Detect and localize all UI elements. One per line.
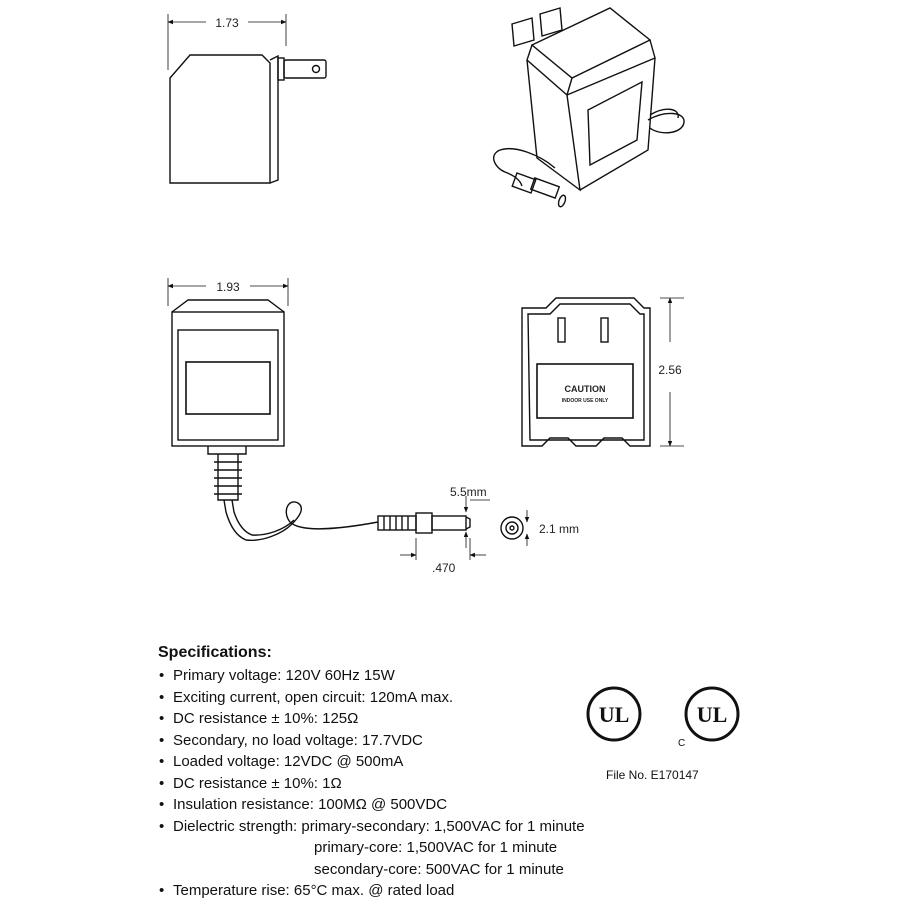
specifications-title: Specifications:	[158, 644, 272, 661]
spec-continuation: secondary-core: 500VAC for 1 minute	[314, 860, 564, 878]
spec-item: Temperature rise: 65°C max. @ rated load	[158, 880, 718, 902]
plug-dimensions	[400, 496, 530, 560]
back-view	[521, 297, 684, 447]
spec-item: Secondary, no load voltage: 17.7VDC	[158, 730, 718, 752]
spec-item: Dielectric strength: primary-secondary: …	[158, 816, 718, 838]
front-view	[167, 278, 524, 541]
indoor-use-label: INDOOR USE ONLY	[562, 398, 609, 404]
spec-continuation: primary-core: 1,500VAC for 1 minute	[314, 839, 558, 856]
caution-label: CAUTION	[565, 384, 606, 394]
plug-length-dim: .470	[432, 561, 456, 575]
plug-inner-dim: 2.1 mm	[539, 522, 579, 536]
spec-item: DC resistance ± 10%: 125Ω	[158, 708, 718, 730]
front-width-dim: 1.93	[216, 280, 240, 294]
spec-item: Primary voltage: 120V 60Hz 15W	[158, 665, 718, 687]
height-dim: 2.56	[658, 363, 682, 377]
spec-item: Exciting current, open circuit: 120mA ma…	[158, 687, 718, 709]
specifications: Specifications: Primary voltage: 120V 60…	[158, 643, 718, 902]
spec-list: Primary voltage: 120V 60Hz 15W Exciting …	[158, 665, 718, 837]
side-view	[167, 14, 327, 184]
side-width-dim: 1.73	[215, 16, 239, 30]
isometric-view	[492, 7, 685, 208]
spec-list-last: Temperature rise: 65°C max. @ rated load	[158, 880, 718, 902]
spec-item: Loaded voltage: 12VDC @ 500mA	[158, 751, 718, 773]
spec-item: DC resistance ± 10%: 1Ω	[158, 773, 718, 795]
plug-outer-dim: 5.5mm	[450, 485, 487, 499]
spec-item: Insulation resistance: 100MΩ @ 500VDC	[158, 794, 718, 816]
